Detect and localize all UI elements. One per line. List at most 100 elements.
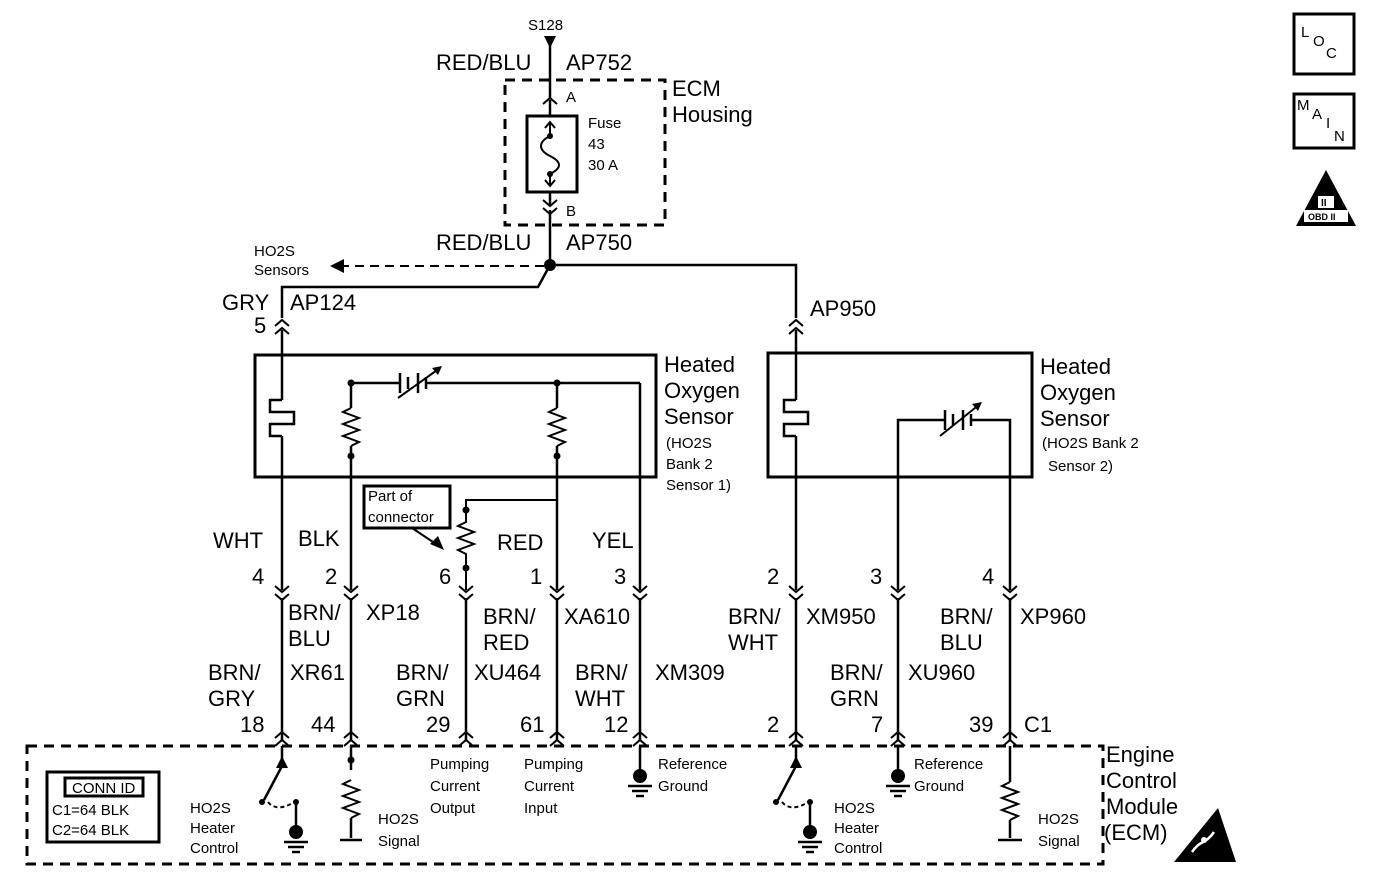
main-letter-1: M <box>1297 97 1310 114</box>
sensor1-feed-circuit: AP124 <box>290 290 356 315</box>
pumping-input-label-3: Input <box>524 800 558 817</box>
w6-circuit: XM950 <box>806 604 876 629</box>
ho2s-sensors-arrow <box>330 259 344 273</box>
sensor2-wire-1-pin: 2 <box>767 564 779 589</box>
esd-warning-icon <box>1174 808 1236 862</box>
fuse-label-3: 30 A <box>588 157 618 174</box>
obd-ii-button[interactable]: II OBD II <box>1296 170 1356 226</box>
ecm-title-2: Control <box>1106 768 1177 793</box>
w4-pin: 61 <box>520 712 544 737</box>
pumping-input-label-1: Pumping <box>524 756 583 773</box>
fuse-bottom-wire-color: RED/BLU <box>436 230 531 255</box>
heater-control-2-label-1: HO2S <box>834 800 875 817</box>
loc-letter-1: L <box>1301 24 1309 41</box>
w7-pin: 7 <box>871 712 883 737</box>
signal-resistor-2 <box>998 746 1022 842</box>
sensor2-sub-1: (HO2S Bank 2 <box>1042 435 1139 452</box>
w2-circuit: XP18 <box>366 600 420 625</box>
w3-circuit: XU464 <box>474 660 541 685</box>
sensor1-resistor-1 <box>340 407 362 447</box>
fuse-43 <box>525 114 579 194</box>
heater-control-switch-2 <box>773 746 822 854</box>
loc-button[interactable]: L O C <box>1292 12 1356 76</box>
heater-control-1-label-1: HO2S <box>190 800 231 817</box>
sensor1-feed-color: GRY <box>222 290 270 315</box>
sensor1-wire-4-pin: 1 <box>530 564 542 589</box>
calibration-resistor <box>455 510 477 590</box>
w3-pin: 29 <box>426 712 450 737</box>
w8-color-2: BLU <box>940 630 983 655</box>
w2-pin: 44 <box>311 712 335 737</box>
sensor2-sub-2: Sensor 2) <box>1048 458 1113 475</box>
signal-1-label-1: HO2S <box>378 811 419 828</box>
pumping-output-label-2: Current <box>430 778 481 795</box>
ho2s-sensors-label-1: HO2S <box>254 243 295 260</box>
sensor1-feed-pin: 5 <box>254 313 266 338</box>
sensor1-wire-2-pin: 2 <box>325 564 337 589</box>
w1-color-2: GRY <box>208 686 256 711</box>
pumping-output-label-3: Output <box>430 800 476 817</box>
w2-color-1: BRN/ <box>288 600 341 625</box>
heater-control-2-label-2: Heater <box>834 820 879 837</box>
heater-control-switch-1 <box>259 746 308 854</box>
sensor2-wire-2-pin: 3 <box>870 564 882 589</box>
conn-id-title: CONN ID <box>72 780 136 797</box>
sensor1-box <box>253 353 658 479</box>
sensor2-feed-circuit: AP950 <box>810 296 876 321</box>
sensor1-resistor-2 <box>546 407 568 447</box>
loc-letter-3: C <box>1326 45 1337 62</box>
w7-color-1: BRN/ <box>830 660 883 685</box>
main-button[interactable]: M A I N <box>1292 92 1356 150</box>
w7-color-2: GRN <box>830 686 879 711</box>
sensor1-title-2: Oxygen <box>664 378 740 403</box>
obd-label: OBD II <box>1308 212 1336 222</box>
w5-color-2: WHT <box>575 686 625 711</box>
sensor2-feed-connector <box>788 318 804 327</box>
w5-pin: 12 <box>604 712 628 737</box>
w1-color-1: BRN/ <box>208 660 261 685</box>
sensor1-feed-connector <box>274 318 290 327</box>
ecm-connectors <box>274 730 1018 747</box>
fuse-pin-a: A <box>566 89 576 106</box>
w4-color-2: RED <box>483 630 529 655</box>
reference-ground-1 <box>628 746 652 798</box>
ecm-title-1: Engine <box>1106 742 1175 767</box>
ecm-housing-label-1: ECM <box>672 76 721 101</box>
w8-color-1: BRN/ <box>940 604 993 629</box>
sensor1-wire-4-color: RED <box>497 530 543 555</box>
pumping-output-label-1: Pumping <box>430 756 489 773</box>
fuse-pin-a-connector <box>542 96 558 105</box>
sensor1-sub-1: (HO2S <box>666 435 712 452</box>
sensor2-title-2: Oxygen <box>1040 380 1116 405</box>
ecm-housing-label-2: Housing <box>672 102 753 127</box>
sensor1-sub-3: Sensor 1) <box>666 477 731 494</box>
conn-id-c1: C1=64 BLK <box>52 802 129 819</box>
part-of-connector-label-2: connector <box>368 509 434 526</box>
sensor1-heater-element <box>268 398 296 438</box>
harness-wires <box>280 598 1012 740</box>
ecm-title-3: Module <box>1106 794 1178 819</box>
sensor1-variable-cell <box>397 367 441 399</box>
fuse-pin-b-connector <box>542 199 558 208</box>
w6-pin: 2 <box>767 712 779 737</box>
w8-pin: 39 <box>969 712 993 737</box>
reference-ground-2-label-1: Reference <box>914 756 983 773</box>
part-of-connector-label-1: Part of <box>368 488 413 505</box>
sensor1-title-3: Sensor <box>664 404 734 429</box>
signal-resistor-1 <box>340 746 362 842</box>
reference-ground-1-label-1: Reference <box>658 756 727 773</box>
sensor2-heater-element <box>782 398 810 438</box>
w5-color-1: BRN/ <box>575 660 628 685</box>
w5-circuit: XM309 <box>655 660 725 685</box>
signal-2-label-2: Signal <box>1038 833 1080 850</box>
fuse-top-circuit: AP752 <box>566 50 632 75</box>
w4-circuit: XA610 <box>564 604 630 629</box>
w3-color-2: GRN <box>396 686 445 711</box>
sensor2-wire-3-pin: 4 <box>982 564 994 589</box>
sensor2-variable-cell <box>939 403 981 437</box>
main-letter-4: N <box>1334 128 1345 145</box>
w1-circuit: XR61 <box>290 660 345 685</box>
connector-c1: C1 <box>1024 712 1052 737</box>
ecm-box <box>25 744 1105 866</box>
w6-color-1: BRN/ <box>728 604 781 629</box>
